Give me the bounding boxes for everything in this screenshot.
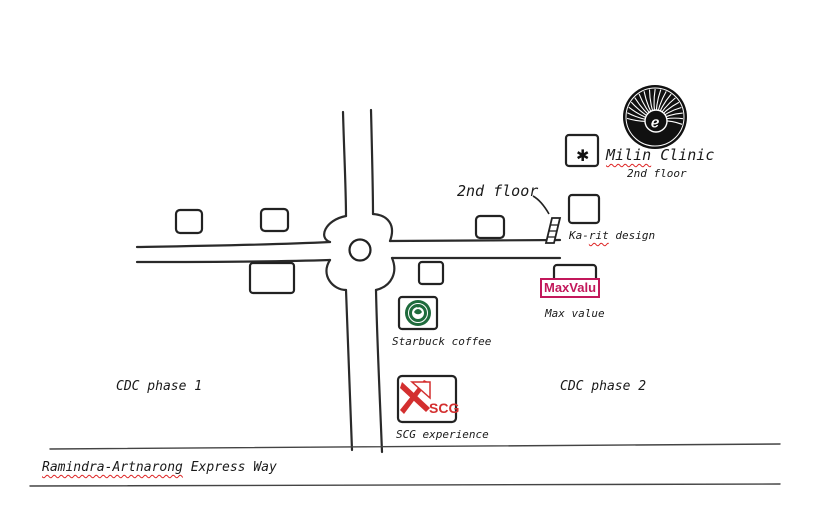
label-milin-floor: 2nd floor [627,167,687,180]
scg-logo-icon [400,380,431,414]
building-west-2 [259,207,290,233]
roundabout-center [348,238,372,262]
clinic-word: Clinic [660,146,715,164]
building-scg [396,374,458,424]
scg-logo-text: SCG [429,400,460,416]
road-north-left-edge [341,110,348,218]
road-west-top-edge [135,240,332,249]
label-max-value: Max value [545,307,605,320]
design-word: design [615,229,656,242]
road-east-top-edge [388,238,562,243]
label-scg-experience: SCG experience [396,428,489,441]
floor-pointer-line [532,195,550,215]
express-way-word: Express Way [190,460,277,475]
expressway-top-line [49,443,781,450]
road-north-right-edge [369,108,375,216]
expressway-bottom-line [29,483,781,488]
label-cdc-phase-2: CDC phase 2 [560,379,647,394]
milin-word: Milin [606,146,652,164]
label-expressway: Ramindra-Artnarong Express Way [42,460,277,475]
starbucks-siren-logo-icon [405,300,431,326]
building-east-1 [474,214,506,240]
asterisk-icon: ✱ [576,146,589,165]
building-west-1 [174,208,204,235]
building-milin-clinic [564,133,600,168]
road-west-bottom-edge [135,258,332,264]
maxvalu-logo: MaxValu [540,278,601,298]
road-south-right-edge [374,288,384,454]
building-south-west [248,261,296,295]
stairs-icon [544,217,562,244]
roundabout-ring [323,212,396,292]
building-karit-design [567,193,601,225]
label-karit-design: Ka-rit design [569,229,655,242]
label-second-floor: 2nd floor [457,182,539,200]
spiral-fan-logo-icon: ℯ [623,85,687,149]
label-starbuck-coffee: Starbuck coffee [392,335,492,348]
building-south-east-1 [417,260,445,286]
svg-text:ℯ: ℯ [651,115,659,131]
karit-word: Ka-rit [569,229,609,242]
label-milin-clinic: Milin Clinic [606,146,714,164]
ramindra-artnarong-word: Ramindra-Artnarong [42,460,183,475]
road-south-left-edge [344,288,354,452]
label-cdc-phase-1: CDC phase 1 [116,379,203,394]
